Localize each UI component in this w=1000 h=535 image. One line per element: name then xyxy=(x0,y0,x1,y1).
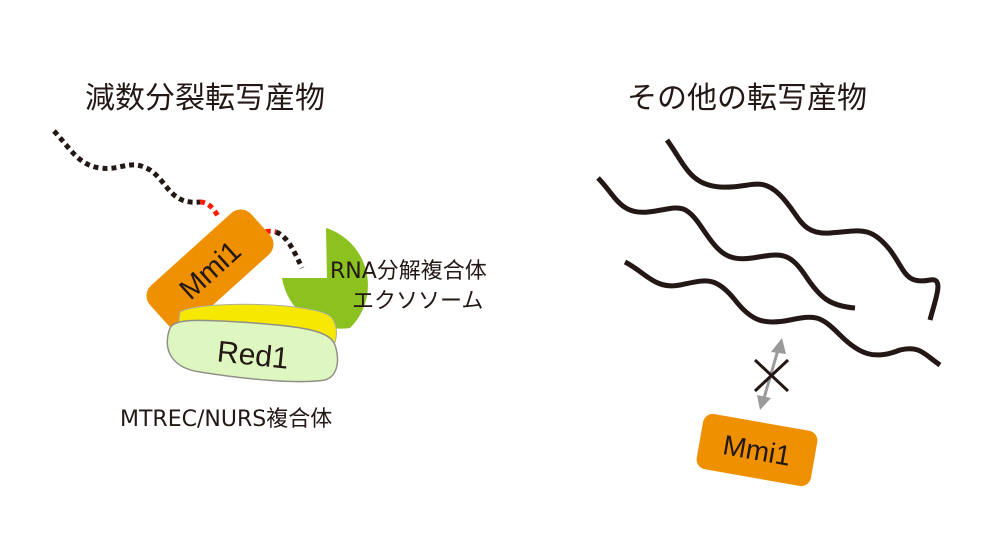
mtrec-nurs-complex-label: MTREC/NURS複合体 xyxy=(120,407,332,432)
left-title: 減数分裂転写産物 xyxy=(85,81,325,116)
blocked-binding-indicator xyxy=(753,338,790,410)
meiotic-rna-strand xyxy=(52,129,201,205)
other-rna-strand-1 xyxy=(664,138,941,321)
x-cross-icon-stroke-2 xyxy=(753,358,790,393)
arrow-head-down-icon xyxy=(757,395,771,410)
meiotic-rna-tail xyxy=(274,229,305,270)
dsr-motif-segment-1 xyxy=(199,199,221,218)
red1-label: Red1 xyxy=(216,335,291,375)
other-rna-strand-3 xyxy=(623,259,942,368)
exosome-label-line1: RNA分解複合体 xyxy=(330,259,487,284)
mmi1-protein-free: Mmi1 xyxy=(696,413,818,487)
arrow-head-up-icon xyxy=(771,338,786,354)
right-title: その他の転写産物 xyxy=(627,81,867,116)
exosome-shape xyxy=(282,228,368,329)
other-rna-strand-2 xyxy=(596,176,856,311)
red1-protein: Red1 xyxy=(166,303,339,383)
exosome-label-line2: エクソソーム xyxy=(352,289,483,314)
